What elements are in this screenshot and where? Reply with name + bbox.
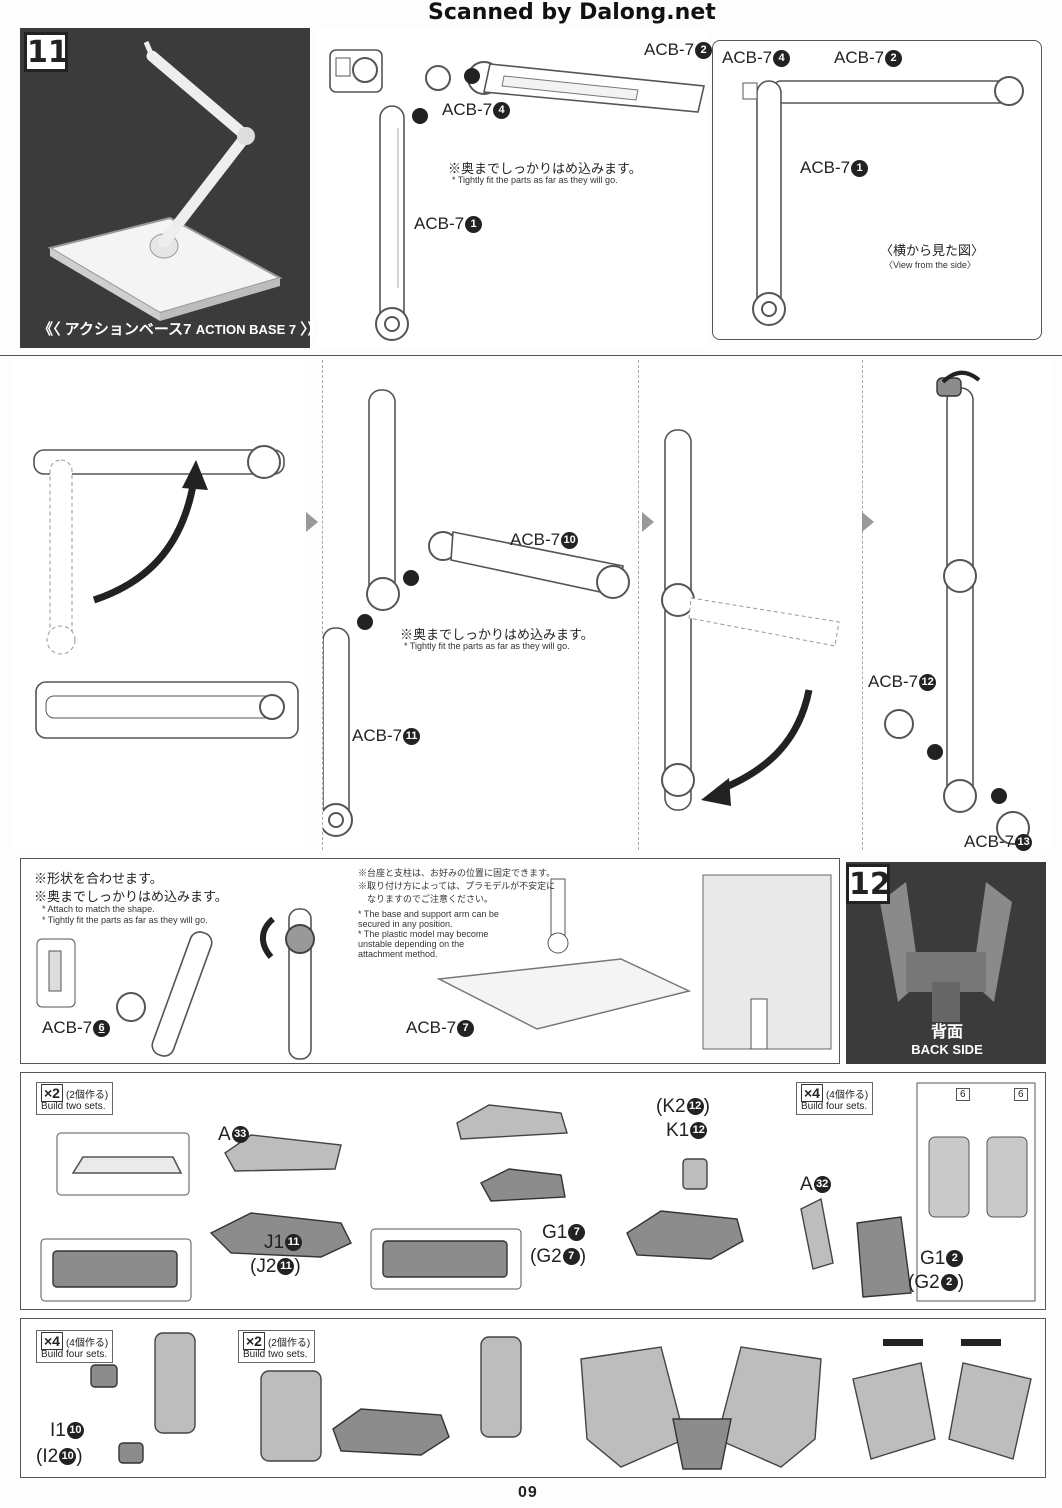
- banner-left-chevrons: 《〈: [38, 321, 65, 338]
- note-fit-jp-1: ※奥までしっかりはめ込みます。: [448, 161, 642, 176]
- base-note-en-2: secured in any position.: [358, 919, 453, 929]
- rotate-arm-diagram: [33, 445, 299, 739]
- base-note-en-1: * The base and support arm can be: [358, 909, 499, 919]
- row2-sub-c: [638, 360, 856, 850]
- flow-arrow-3: [862, 512, 874, 532]
- row2-divider: [0, 355, 1062, 356]
- step12-number: 12: [846, 864, 891, 904]
- sticker-num-1: 6: [956, 1088, 970, 1101]
- row5-panel: [20, 1318, 1046, 1478]
- flow-arrow-1: [306, 512, 318, 532]
- base-attach-diagram: [36, 874, 832, 1060]
- banner-right-chevrons: 〉》: [296, 321, 323, 338]
- arm-assembly-diagram: [329, 49, 705, 341]
- back-side-illustration: [880, 882, 1012, 1022]
- shape-note-jp: ※形状を合わせます。: [34, 871, 163, 886]
- arm-finish-diagram: [884, 370, 1030, 845]
- step12-banner-en: BACK SIDE: [911, 1042, 983, 1057]
- base-note-en-3: * The plastic model may become: [358, 929, 489, 939]
- base-note-jp-1: ※台座と支柱は、お好みの位置に固定できます。: [358, 868, 556, 878]
- build-two-sets-2: ×2(2個作る)Build two sets.: [238, 1330, 316, 1363]
- backpack-part-diagram: [40, 1082, 1036, 1302]
- step12-banner: 背面 BACK SIDE: [862, 1018, 1032, 1057]
- arm-lower-diagram: [661, 429, 840, 811]
- step11-number: 11: [24, 32, 69, 72]
- flow-arrow-2: [642, 512, 654, 532]
- step11-panel-assembly: [318, 28, 706, 348]
- note-fit-jp-2: ※奥までしっかりはめ込みます。: [400, 627, 594, 642]
- base-notes: ※台座と支柱は、お好みの位置に固定できます。 ※取り付け方によっては、プラモデル…: [358, 866, 555, 959]
- row2-sub-b: [319, 360, 632, 850]
- build-four-sets-2: ×4(4個作る)Build four sets.: [36, 1330, 114, 1363]
- row2-sub-d: [862, 360, 1052, 850]
- banner-en: ACTION BASE 7: [195, 322, 297, 337]
- side-view-en: 〈View from the side〉: [884, 260, 976, 270]
- banner-jp: アクションベース7: [64, 321, 192, 338]
- backpack-final-diagram: [90, 1332, 1032, 1470]
- base-note-en-5: attachment method.: [358, 949, 438, 959]
- action-base-illustration: [47, 41, 283, 321]
- arm-joint-diagram: [319, 389, 630, 837]
- side-view-jp: 〈横から見た図〉: [880, 243, 985, 258]
- note-fit-en-2: * Tightly fit the parts as far as they w…: [404, 641, 570, 651]
- sticker-num-2: 6: [1014, 1088, 1028, 1101]
- shape-note-en: * Attach to match the shape.: [42, 904, 155, 914]
- step11-preview-panel: [20, 28, 310, 348]
- row4-panel: [20, 1072, 1046, 1310]
- base-note-jp-3: なりますのでご注意ください。: [358, 894, 494, 904]
- fit-note-en-3: * Tightly fit the parts as far as they w…: [42, 915, 208, 925]
- row2-sub-a: [14, 360, 304, 850]
- side-view-panel: [712, 40, 1042, 340]
- build-two-sets-1: ×2(2個作る)Build two sets.: [36, 1082, 114, 1115]
- page-number: 09: [518, 1484, 538, 1501]
- step12-banner-jp: 背面: [930, 1024, 963, 1041]
- fit-note-jp-3: ※奥までしっかりはめ込みます。: [34, 889, 228, 904]
- build-four-sets-1: ×4(4個作る)Build four sets.: [796, 1082, 874, 1115]
- side-view-diagram: [742, 76, 1024, 326]
- base-note-en-4: unstable depending on the: [358, 939, 465, 949]
- scan-credit: Scanned by Dalong.net: [428, 0, 716, 25]
- base-note-jp-2: ※取り付け方によっては、プラモデルが不安定に: [358, 881, 556, 891]
- step11-banner: 《〈 アクションベース7 ACTION BASE 7 〉》: [38, 318, 323, 339]
- note-fit-en-1: * Tightly fit the parts as far as they w…: [452, 175, 618, 185]
- row3-panel: [20, 858, 840, 1064]
